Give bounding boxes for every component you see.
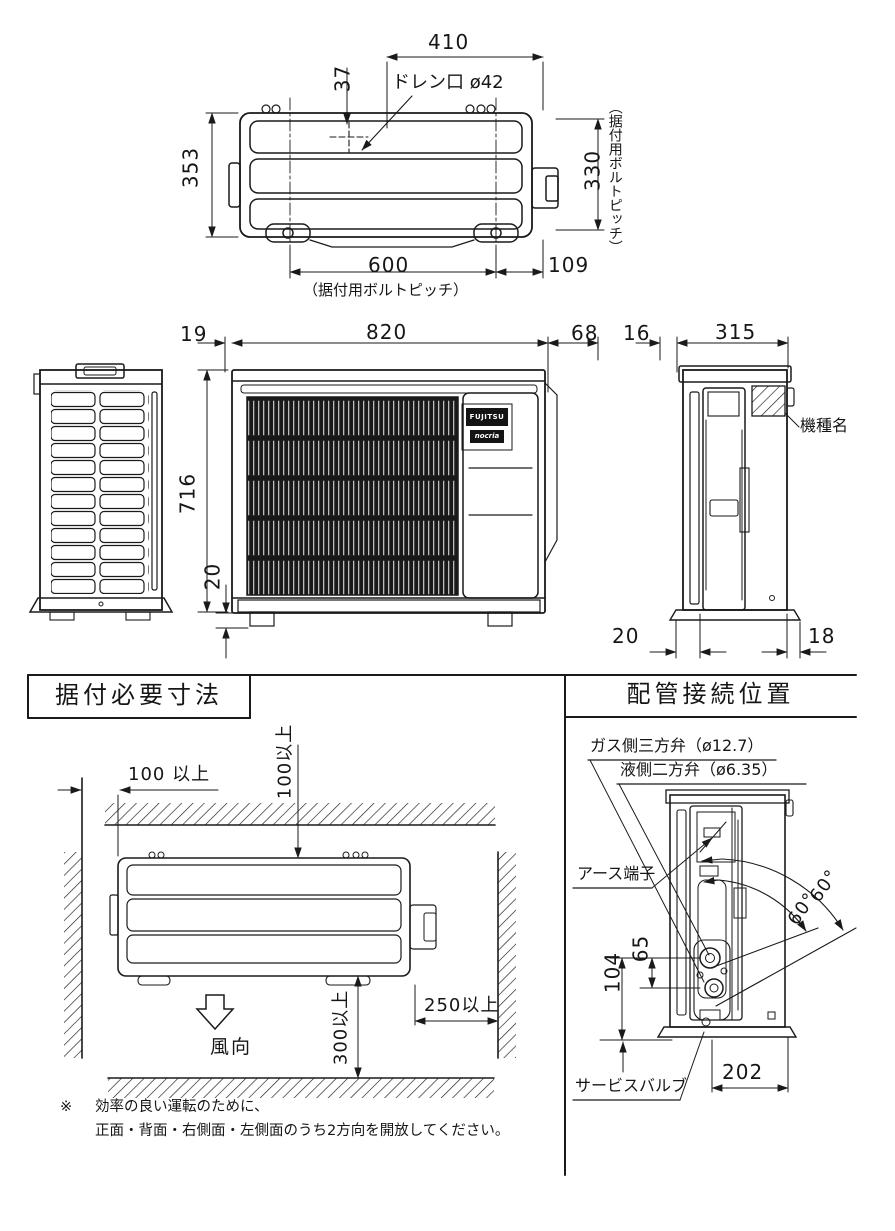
wind-direction-arrow [195, 994, 235, 1031]
model-name-label: 機種名 [800, 416, 849, 435]
dim-600-label: 600 [368, 253, 410, 277]
dim-330-label: 330 [580, 149, 605, 192]
dim-base-20-label: 20 [612, 624, 640, 648]
middle-dimensions [197, 336, 827, 659]
back-view-drawing [28, 363, 174, 621]
earth-terminal-label: アース端子 [577, 864, 656, 883]
clearance-front-label: 300以上 [330, 989, 352, 1066]
clearance-right-label: 250以上 [424, 995, 500, 1016]
piping-dimensions [599, 957, 789, 1093]
service-valve-label: サービスバルブ [575, 1076, 688, 1095]
liquid-valve-label: 液側二方弁（ø6.35） [620, 760, 778, 779]
dim-16-label: 16 [623, 321, 651, 345]
note-line-1: 効率の良い運転のために、 [95, 1099, 269, 1115]
bolt-pitch-note-side: （据付用ボルトピッチ） [606, 100, 623, 254]
installation-diagram [57, 744, 516, 1098]
wind-direction-label: 風向 [210, 1036, 253, 1058]
piping-panel-title: 配管接続位置 [626, 680, 795, 708]
dim-68-label: 68 [571, 321, 599, 345]
dim-109-label: 109 [548, 253, 590, 277]
top-view-drawing [205, 53, 605, 279]
drain-port-label: ドレン口 ø42 [392, 72, 504, 93]
dim-19-label: 19 [180, 322, 208, 346]
dim-820-label: 820 [366, 320, 408, 344]
fujitsu-logo: FUJITSU [466, 408, 508, 426]
dim-315-label: 315 [715, 320, 757, 344]
clearance-top-label: 100以上 [274, 723, 296, 800]
dim-20-foot-label: 20 [200, 562, 225, 591]
model-name-plate [751, 385, 786, 417]
dim-410-label: 410 [428, 30, 470, 54]
drain-port-mark [329, 121, 369, 153]
clearance-left-label: 100 以上 [128, 764, 211, 785]
logo-plate [461, 403, 513, 451]
note-line-2: 正面・背面・右側面・左側面のうち2方向を開放してください。 [95, 1123, 510, 1139]
bolt-pitch-note-bottom: （据付用ボルトピッチ） [303, 281, 469, 299]
fan-grille [246, 396, 459, 596]
top-view-bolts [261, 104, 496, 114]
panel-frames [27, 674, 857, 1176]
gas-valve-label: ガス側三方弁（ø12.7） [590, 736, 764, 755]
dim-353-label: 353 [178, 146, 203, 189]
dim-104-label: 104 [600, 951, 625, 994]
dim-base-18-label: 18 [808, 624, 836, 648]
installation-panel-title: 据付必要寸法 [55, 681, 223, 709]
side-view-drawing [668, 365, 802, 621]
front-view-drawing [231, 369, 558, 627]
piping-diagram [572, 759, 857, 1101]
note-mark: ※ [60, 1099, 73, 1115]
pipe-swing-arcs [701, 856, 857, 1007]
nocria-logo: nocria [470, 430, 504, 443]
dim-202-label: 202 [722, 1060, 764, 1084]
dim-716-label: 716 [175, 472, 200, 515]
dim-65-label: 65 [628, 934, 653, 963]
top-view-dimensions [205, 53, 605, 279]
dim-37-label: 37 [330, 64, 355, 93]
